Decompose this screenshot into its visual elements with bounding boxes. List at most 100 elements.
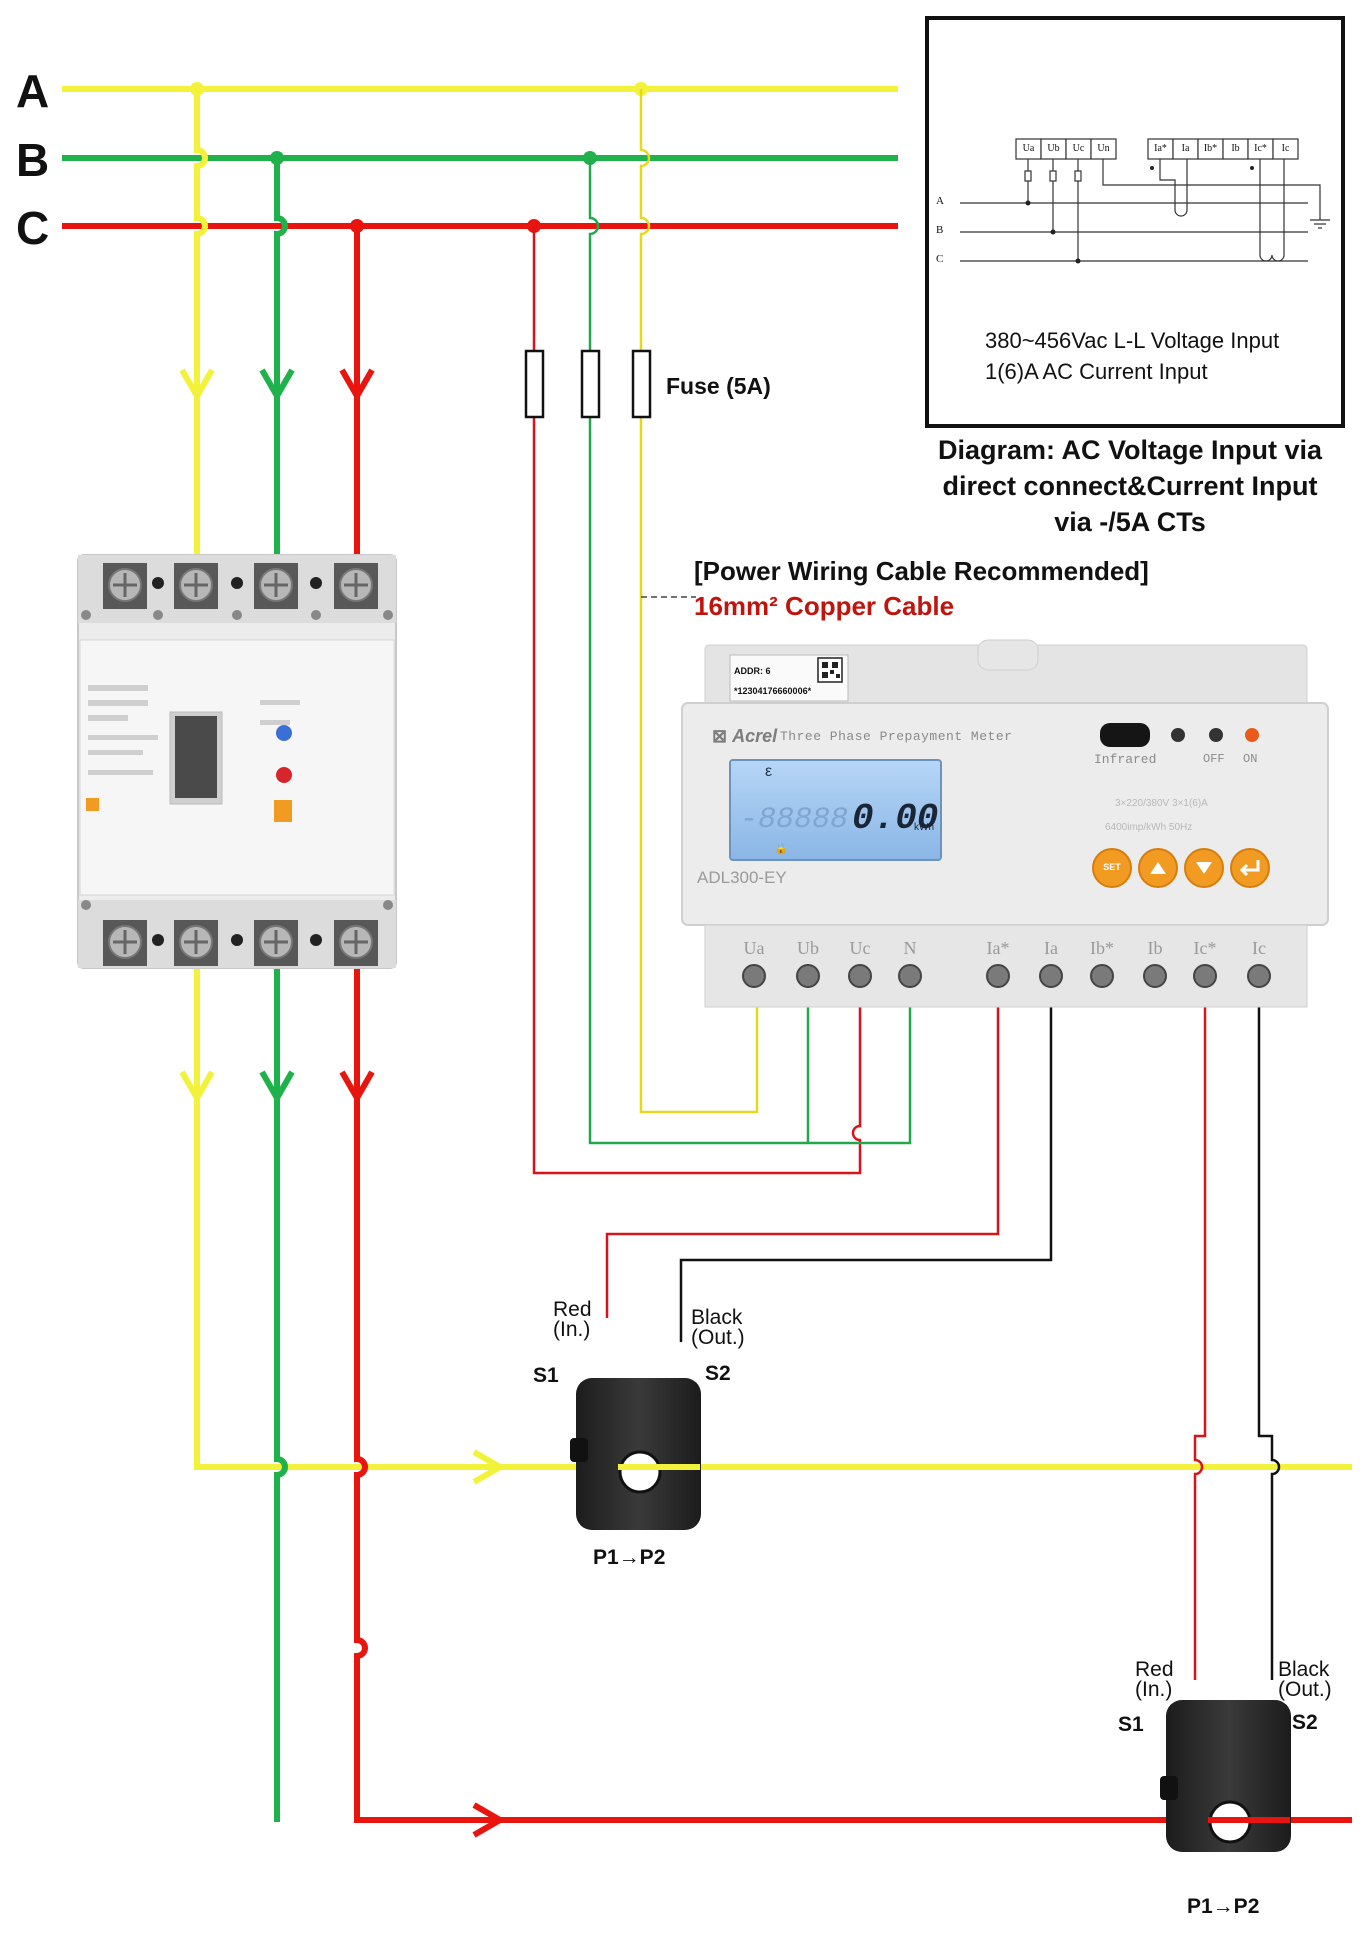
ct-top-aperture	[618, 1450, 662, 1494]
fuse-label: Fuse (5A)	[666, 373, 771, 399]
breaker-orange-indicator	[86, 798, 99, 811]
meter-model: ADL300-EY	[697, 868, 787, 887]
meter-off-led	[1171, 728, 1185, 742]
inset-terminal-ic-star: Ic*	[1254, 143, 1267, 154]
meter-addr-label: ADDR: 6	[734, 666, 771, 676]
down-arrow-icon	[1196, 862, 1212, 874]
breaker-blue-button	[276, 725, 292, 741]
arrow-a2	[179, 1070, 215, 1105]
enter-button[interactable]	[1230, 848, 1270, 888]
phase-label-a: A	[16, 65, 50, 117]
inset-current-boxes	[1147, 138, 1299, 160]
inset-dots	[1025, 166, 1254, 264]
meter-terminal-ia: Ia	[1044, 938, 1058, 958]
inset-phase-b: B	[936, 224, 944, 236]
meter-terminal-ia-star: Ia*	[986, 938, 1010, 958]
ct-secondary-wires	[605, 980, 1281, 1680]
breaker-supply-wires	[179, 89, 375, 565]
arrow-b1	[259, 368, 295, 403]
diagram-caption-line1: Diagram: AC Voltage Input via	[937, 435, 1323, 465]
qr-code-icon	[817, 657, 843, 683]
ct-bottom-out-label-2: (Out.)	[1278, 1678, 1332, 1701]
arrow-c3	[472, 1802, 507, 1838]
inset-phase-c: C	[936, 253, 944, 265]
meter-terminal-n: N	[903, 938, 917, 958]
up-arrow-icon	[1150, 862, 1166, 874]
ct-bottom-in-label-1: Red	[1135, 1658, 1174, 1681]
meter-terminal-screws	[742, 964, 1271, 988]
ct-bottom-in-label-2: (In.)	[1135, 1678, 1173, 1701]
drop-b	[274, 158, 288, 565]
out-a	[194, 965, 1352, 1470]
arrow-c1	[339, 368, 375, 403]
fuse-red	[524, 349, 545, 419]
inset-lines	[960, 159, 1330, 262]
ct-bottom-s1: S1	[1118, 1713, 1144, 1736]
set-button[interactable]	[1092, 848, 1132, 888]
inset-terminal-ib-star: Ib*	[1203, 143, 1218, 154]
meter-terminal-ic-star: Ic*	[1193, 938, 1217, 958]
ct-top-s2: S2	[705, 1362, 731, 1385]
ct1-black	[679, 980, 1053, 1342]
meter-terminal-ub: Ub	[797, 938, 819, 958]
meter-on-label: ON	[1243, 752, 1258, 766]
breaker-front	[79, 639, 395, 896]
meter-terminal-ib: Ib	[1147, 938, 1163, 958]
inset-terminal-un: Un	[1097, 143, 1110, 154]
arrow-c2	[339, 1070, 375, 1105]
drop-a	[194, 89, 208, 565]
voltage-tap-wires	[532, 89, 912, 1175]
inset-terminal-ia-star: Ia*	[1154, 143, 1167, 154]
meter-title: Three Phase Prepayment Meter	[780, 729, 1013, 744]
breaker-handle	[175, 716, 217, 798]
enter-icon	[1239, 860, 1260, 877]
meter-infrared-window	[1100, 723, 1150, 747]
breaker-top-terminals	[81, 563, 393, 620]
ct-top-out-label-1: Black	[691, 1306, 743, 1329]
diagram-caption-line3: via -/5A CTs	[1054, 507, 1206, 537]
diagram-caption-line2: direct connect&Current Input	[942, 471, 1318, 501]
meter-pulse-led	[1209, 728, 1223, 742]
meter-brand-name: Acrel	[732, 726, 778, 746]
fuses	[524, 349, 652, 419]
tap-red	[532, 226, 862, 1175]
set-button-label: SET	[1103, 862, 1121, 872]
meter-tab	[977, 639, 1039, 671]
breaker-orange-button	[274, 800, 292, 822]
meter-serial-label: *12304176660006*	[734, 686, 812, 696]
phase-label-b: B	[16, 134, 50, 186]
lcd-ghost-digits: -88888	[740, 803, 849, 837]
breaker-output-wires	[179, 965, 1352, 1838]
ct3-red	[1193, 980, 1207, 1680]
meter-terminal-ua: Ua	[743, 938, 765, 958]
out-b	[274, 965, 288, 1822]
arrow-a3	[472, 1449, 507, 1485]
cable-spec-label: 16mm² Copper Cable	[694, 591, 955, 621]
meter-rating-1: 3×220/380V 3×1(6)A	[1115, 798, 1208, 809]
ct-top	[570, 1378, 701, 1530]
inset-terminal-ia: Ia	[1181, 143, 1190, 154]
meter-brand: ⊠ Acrel	[712, 726, 777, 747]
ct-top-direction: P1→P2	[593, 1546, 666, 1569]
arrow-b2	[259, 1070, 295, 1105]
busbars	[62, 86, 898, 229]
ct3-black	[1257, 980, 1281, 1680]
cable-recommend-label: [Power Wiring Cable Recommended]	[694, 556, 1149, 586]
ct-top-s1: S1	[533, 1364, 559, 1387]
lcd-indicator-epsilon: ε	[765, 763, 773, 780]
ct-top-out-label-2: (Out.)	[691, 1326, 745, 1349]
lcd-unit: kWh	[914, 822, 934, 833]
inset-terminal-ua: Ua	[1022, 143, 1035, 154]
inset-phase-a: A	[936, 195, 944, 207]
meter-infrared-label: Infrared	[1094, 752, 1157, 767]
inset-terminal-ib: Ib	[1231, 143, 1240, 154]
inset-terminal-uc: Uc	[1072, 143, 1085, 154]
lcd-lock-icon: 🔒	[774, 843, 788, 855]
breaker-bottom-terminals	[81, 900, 393, 966]
ct-top-in-label-1: Red	[553, 1298, 592, 1321]
ct1-red	[605, 980, 1000, 1318]
phase-label-c: C	[16, 202, 50, 254]
arrow-a1	[179, 368, 215, 403]
meter-terminal-uc: Uc	[849, 938, 871, 958]
